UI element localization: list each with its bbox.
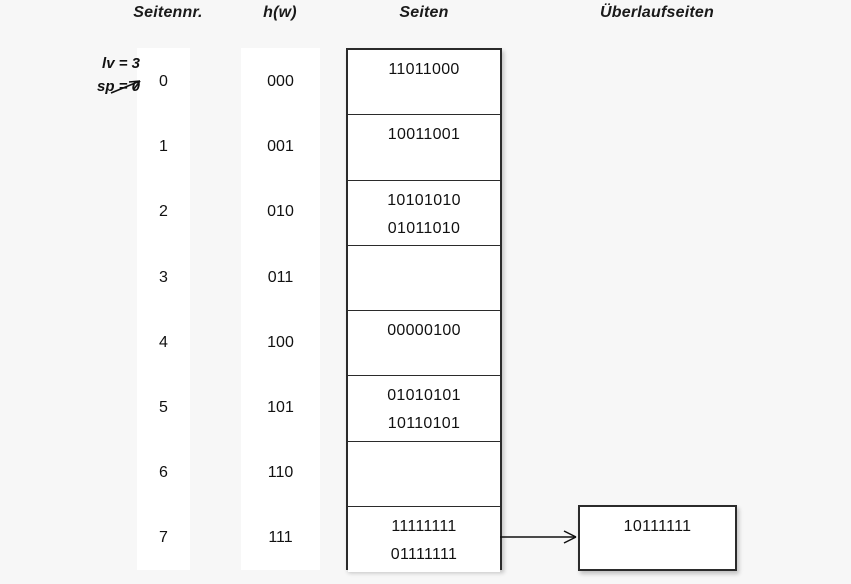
- page-entry: 00000100: [387, 322, 461, 339]
- page-bucket-row: 10011001: [348, 115, 500, 181]
- overflow-page-entry: 10111111: [623, 518, 692, 535]
- page-entry: 01111111: [390, 545, 458, 563]
- page-bucket-row: 00000100: [348, 311, 500, 377]
- page-bucket-row: 11111111 01111111: [348, 506, 500, 572]
- hash-cell: 110: [267, 464, 294, 481]
- header-hw: h(w): [263, 4, 297, 21]
- hash-cell: 101: [267, 399, 294, 416]
- page-bucket-row: 11011000: [348, 50, 500, 116]
- page-number-column-strip: [137, 48, 190, 570]
- page-number-cell: 7: [159, 529, 168, 546]
- hash-column-strip: [241, 48, 320, 570]
- header-ueberlaufseiten: Überlaufseiten: [600, 4, 714, 21]
- hash-cell: 001: [267, 138, 294, 155]
- page-bucket-row-empty: [348, 245, 500, 311]
- page-entry: 10011001: [387, 126, 461, 144]
- page-entry: 01010101: [387, 387, 461, 405]
- hash-cell: 000: [267, 73, 294, 90]
- split-pointer-arrow-icon: [110, 80, 141, 94]
- page-number-cell: 4: [159, 334, 168, 351]
- hash-cell: 100: [267, 334, 294, 351]
- page-bucket-row-empty: [348, 441, 500, 507]
- page-number-cell: 6: [159, 464, 168, 481]
- page-entry: 10101010: [387, 191, 461, 209]
- pages-table: 11011000 10011001 10101010 01011010 0000…: [346, 48, 502, 572]
- overflow-page-box: 10111111: [578, 505, 737, 571]
- page-number-cell: 5: [159, 399, 168, 416]
- page-bucket-row: 10101010 01011010: [348, 180, 500, 246]
- page-entry: 01011010: [387, 219, 461, 237]
- page-bucket-row: 01010101 10110101: [348, 376, 500, 442]
- page-number-cell: 3: [159, 269, 168, 286]
- hash-cell: 011: [267, 269, 294, 286]
- annotation-lv: lv = 3: [102, 55, 140, 72]
- header-seitennr: Seitennr.: [133, 4, 203, 21]
- hash-cell: 111: [268, 529, 293, 546]
- page-number-cell: 0: [159, 73, 168, 90]
- page-entry: 11011000: [388, 61, 460, 78]
- page-number-cell: 2: [159, 203, 168, 220]
- overflow-link-arrow-icon: [500, 530, 577, 544]
- header-seiten: Seiten: [399, 4, 449, 21]
- page-entry: 10110101: [387, 415, 461, 433]
- page-number-cell: 1: [159, 138, 168, 155]
- page-entry: 11111111: [391, 517, 457, 535]
- hash-cell: 010: [267, 203, 294, 220]
